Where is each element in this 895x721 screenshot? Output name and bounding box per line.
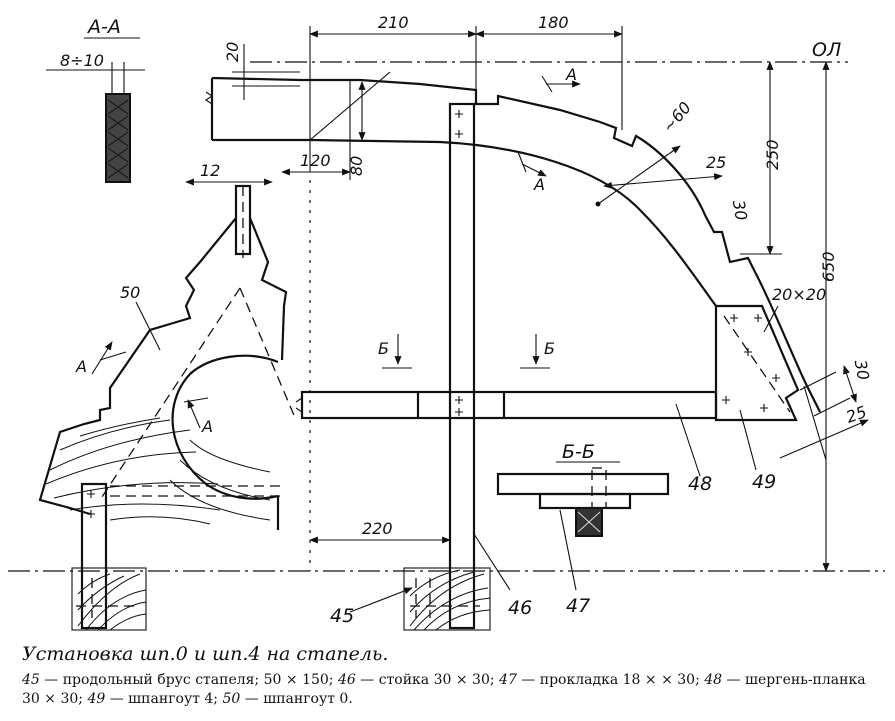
dim-210-label: 210 xyxy=(378,13,409,32)
part-45-label: 45 xyxy=(330,605,354,627)
frame-4-inner-edge xyxy=(212,138,717,307)
legend-num-46: 46 xyxy=(337,672,356,688)
frame-0-right-edge xyxy=(248,217,288,361)
dim-60-label: ~60 xyxy=(659,98,695,136)
keel-beam-45: 45 xyxy=(71,567,491,631)
frame-0-contour: 50 А А xyxy=(38,184,297,630)
legend-num-49: 49 xyxy=(87,691,106,707)
legend-text-46: — стойка 30 × 30; xyxy=(355,672,500,688)
dim-250-label: 250 xyxy=(763,139,782,170)
top-dimensions: 210 180 20 120 80 12 xyxy=(185,13,623,186)
dim-80-label: 80 xyxy=(347,156,366,176)
assembly-drawing: А-А 8÷10 210 180 20 120 80 12 ОЛ xyxy=(8,13,885,631)
frame-0-left-edge xyxy=(38,217,237,516)
cut-a-label-center: А xyxy=(201,417,213,436)
beam-45-section-left xyxy=(71,567,147,631)
post-46: 220 46 xyxy=(309,102,532,630)
cut-b-label-right: Б xyxy=(544,339,555,358)
figure-caption: Установка шп.0 и шп.4 на стапель. 45 — п… xyxy=(22,643,882,709)
section-b-marks: Б Б xyxy=(378,334,555,369)
section-aa-label: А-А xyxy=(86,16,121,38)
dim-180-label: 180 xyxy=(538,13,569,32)
dim-20x20-label: 20×20 xyxy=(772,285,826,304)
legend-text-48: — шергень-планка 30 × 30; xyxy=(22,672,866,707)
section-aa-view: А-А 8÷10 xyxy=(46,16,145,183)
legend-num-47: 47 xyxy=(499,672,517,688)
legend-num-45: 45 xyxy=(22,672,40,688)
gusset-49-outline xyxy=(714,304,800,422)
cut-a-label-mid: А xyxy=(533,175,545,194)
frame-0-center-cutout xyxy=(171,354,279,500)
beam-45-section-right xyxy=(403,567,491,631)
section-bb-view: Б-Б 47 xyxy=(496,441,670,617)
cut-b-label-left: Б xyxy=(378,339,389,358)
ol-label: ОЛ xyxy=(812,39,841,61)
cut-a-label-left: А xyxy=(75,357,87,376)
dim-8-10-label: 8÷10 xyxy=(60,51,104,70)
caption-legend: 45 — продольный брус стапеля; 50 × 150; … xyxy=(22,671,882,709)
legend-text-49: — шпангоут 4; xyxy=(105,691,223,707)
cut-a-label-top: А xyxy=(565,65,577,84)
left-post-bar xyxy=(80,482,108,630)
dim-12-label: 12 xyxy=(200,161,220,180)
legend-num-48: 48 xyxy=(704,672,723,688)
part-47-label: 47 xyxy=(566,595,590,617)
batten-48: 48 49 xyxy=(295,390,776,495)
section-bb-batten xyxy=(496,472,670,496)
part-49-label: 49 xyxy=(752,471,776,493)
batten-48-bar xyxy=(300,390,718,420)
legend-text-50: — шпангоут 0. xyxy=(240,691,353,707)
dim-120-label: 120 xyxy=(300,151,331,170)
section-bb-label: Б-Б xyxy=(562,441,595,463)
legend-num-50: 50 xyxy=(222,691,241,707)
frame-4-gusset: 20×20 30 25 xyxy=(714,285,873,461)
section-aa-profile xyxy=(105,93,131,183)
legend-text-47: — прокладка 18 × × 30; xyxy=(516,672,705,688)
legend-text-45: — продольный брус стапеля; 50 × 150; xyxy=(39,672,338,688)
part-50-label: 50 xyxy=(120,283,140,302)
part-46-label: 46 xyxy=(508,597,532,619)
part-48-label: 48 xyxy=(688,473,712,495)
frame-0-wood-grain xyxy=(45,417,221,525)
dim-30b-label: 30 xyxy=(851,358,873,381)
dim-30a-label: 30 xyxy=(729,199,751,222)
frame-4-contour: А А ~60 25 30 250 650 xyxy=(205,61,838,572)
dim-25-label: 25 xyxy=(706,153,726,172)
caption-title: Установка шп.0 и шп.4 на стапель. xyxy=(22,643,389,665)
dim-20-label: 20 xyxy=(223,42,242,62)
post-46-bar xyxy=(448,102,476,630)
dim-220-label: 220 xyxy=(362,519,393,538)
section-bb-pad xyxy=(538,492,632,510)
dim-25b-label: 25 xyxy=(844,402,870,427)
frame-4-outer-edge xyxy=(211,76,821,413)
dim-650-label: 650 xyxy=(819,251,838,282)
reference-line-ol: ОЛ xyxy=(250,39,848,63)
